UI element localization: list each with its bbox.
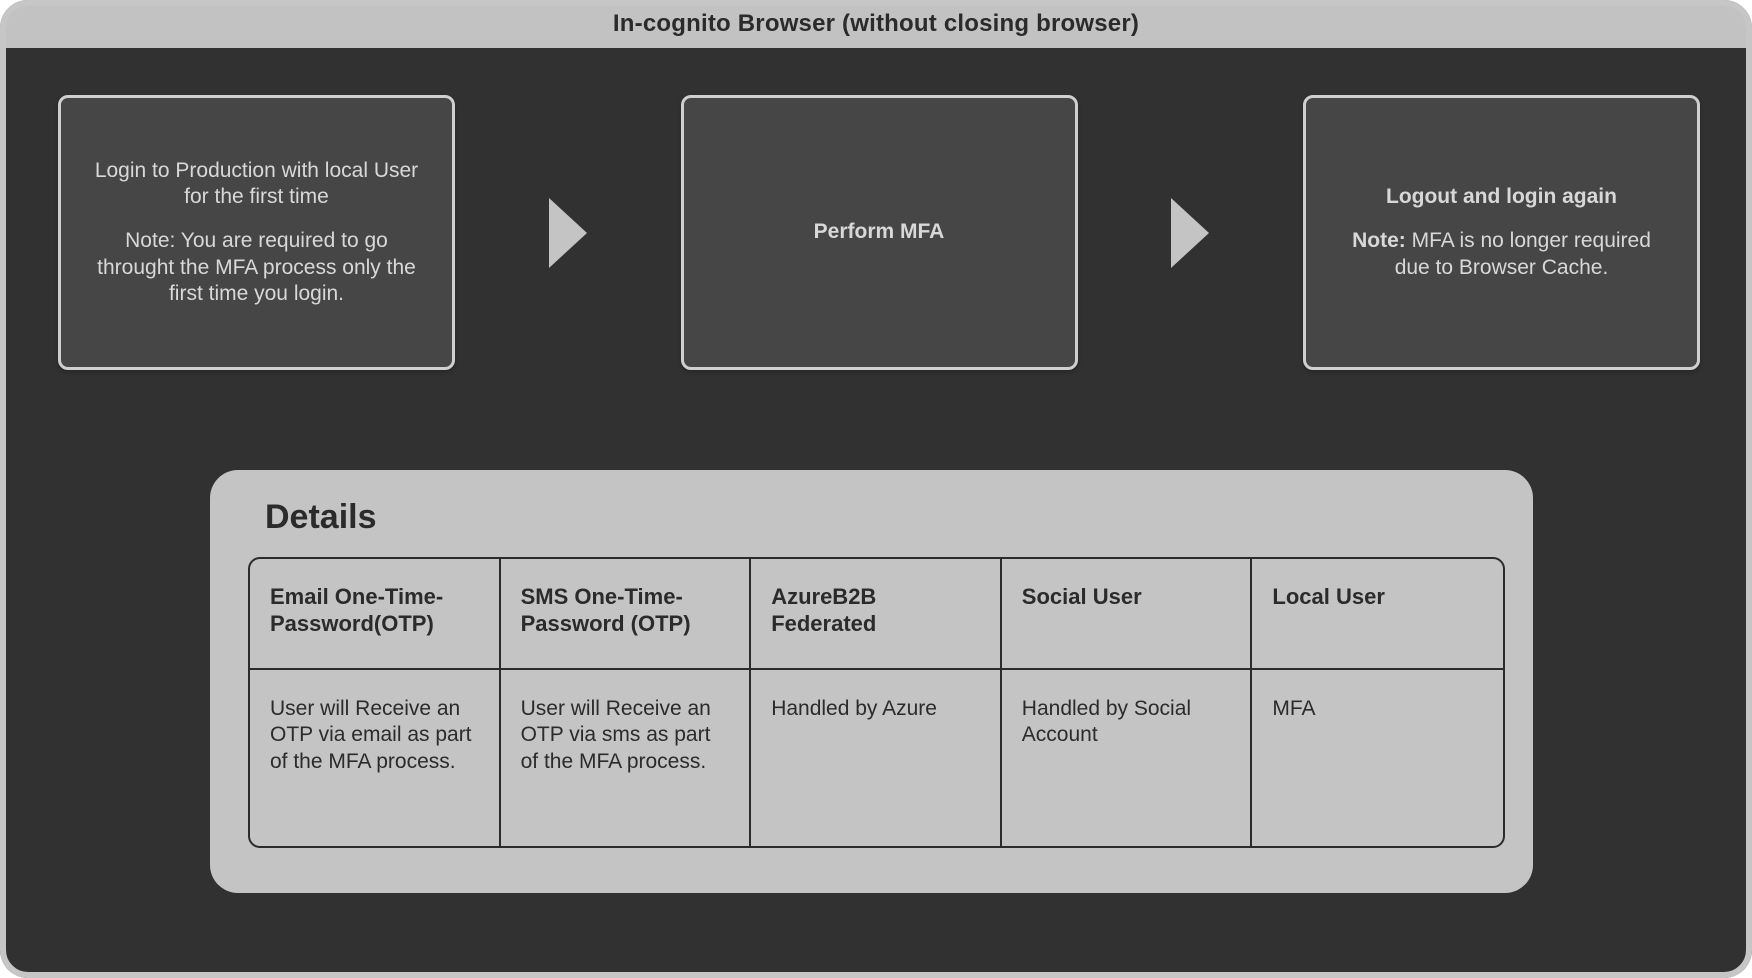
diagram-title-bar: In-cognito Browser (without closing brow… xyxy=(0,0,1752,48)
table-header-azureb2b-federated: AzureB2B Federated xyxy=(751,559,1002,670)
arrow-right-icon xyxy=(1171,197,1210,268)
table-cell-sms-otp: User will Receive an OTP via sms as part… xyxy=(501,670,752,846)
flow-node-login-first-time: Login to Production with local User for … xyxy=(58,95,455,370)
node-text: Login to Production with local User for … xyxy=(94,159,419,209)
note-label: Note: xyxy=(1352,229,1406,253)
node-heading: Logout and login again xyxy=(1386,185,1617,209)
table-header-sms-otp: SMS One-Time-Password (OTP) xyxy=(500,559,752,670)
details-heading: Details xyxy=(265,498,377,536)
table-cell-azureb2b-federated: Handled by Azure xyxy=(751,670,1002,846)
note-text: MFA is no longer required due to Browser… xyxy=(1394,229,1651,279)
table-header-local-user: Local User xyxy=(1252,559,1503,670)
details-panel: Details Email One-Time-Password(OTP) SMS… xyxy=(210,470,1533,893)
flow-row: Login to Production with local User for … xyxy=(58,95,1700,370)
table-cell-local-user: MFA xyxy=(1272,697,1316,720)
node-note: Note: MFA is no longer required due to B… xyxy=(1338,228,1665,280)
table-header-email-otp: Email One-Time-Password(OTP) xyxy=(250,559,501,670)
details-table: Email One-Time-Password(OTP) SMS One-Tim… xyxy=(248,557,1505,848)
diagram-title: In-cognito Browser (without closing brow… xyxy=(612,10,1140,37)
flow-node-logout-login-again: Logout and login again Note: MFA is no l… xyxy=(1303,95,1700,370)
node-note: Note: You are required to go throught th… xyxy=(97,229,416,305)
node-label: Perform MFA xyxy=(813,220,945,244)
table-cell-social-user: Handled by Social Account xyxy=(1002,670,1253,846)
flow-node-perform-mfa: Perform MFA xyxy=(680,95,1078,370)
arrow-right-icon xyxy=(548,197,587,268)
table-cell-email-otp: User will Receive an OTP via email as pa… xyxy=(250,670,501,846)
table-header-social-user: Social User xyxy=(1001,559,1253,670)
